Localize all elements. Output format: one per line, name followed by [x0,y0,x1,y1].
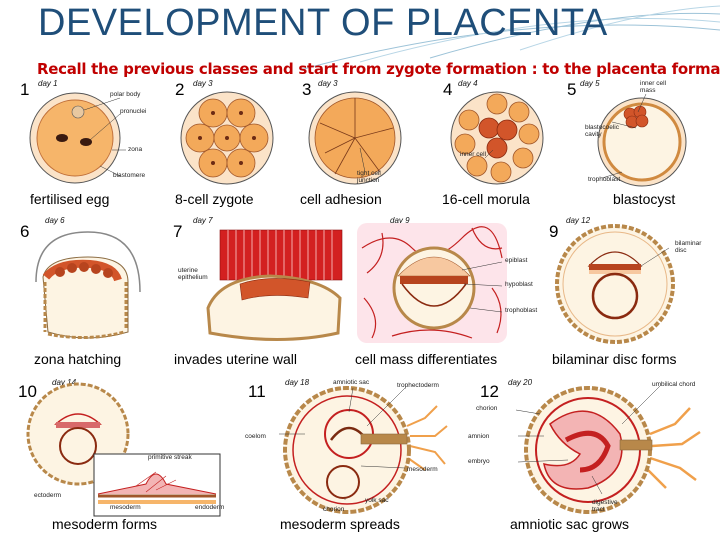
bilaminar-disc-figure [555,224,675,344]
label-chorion: chorion [323,506,345,513]
label-umbilical-chord: umbilical chord [652,381,696,388]
stage-caption: amniotic sac grows [510,516,630,532]
stage-day: day 5 [580,79,600,88]
stage-number: 10 [18,382,37,401]
stage-day: day 3 [318,79,338,88]
stage-number: 7 [173,222,183,241]
mesoderm-forms-figure [26,382,221,517]
stage-day: day 3 [193,79,213,88]
label-zona: zona [128,146,143,153]
blastocyst-figure [597,93,687,187]
stage-number: 6 [20,222,30,241]
label-hypoblast: hypoblast [505,281,533,288]
stage-caption: bilaminar disc forms [552,351,677,367]
stage-caption: mesoderm forms [52,516,158,532]
label-blastomere: blastomere [113,172,146,179]
stage-caption: 16-cell morula [442,191,530,207]
stage-number: 3 [302,80,312,99]
differentiation-figure [357,223,507,343]
stage-day: day 18 [285,378,310,387]
stage-day: day 9 [390,216,410,225]
label-primitive-streak: primitive streak [148,454,192,461]
label-trophoblast: trophoblast [505,307,538,314]
stage-number: 4 [443,80,453,99]
stage-caption: zona hatching [34,351,122,367]
cell-adhesion-figure [308,91,402,185]
stage-day: day 20 [508,378,533,387]
stage-number: 9 [549,222,559,241]
stage-caption: blastocyst [613,191,676,207]
label-ectoderm: ectoderm [34,492,62,499]
stage-day: day 6 [45,216,65,225]
label-epiblast: epiblast [505,257,528,264]
label-mesoderm: mesoderm [110,504,141,511]
label-yolk-sac: yolk sac [365,497,389,504]
label-chorion: chorion [476,405,498,412]
label-tight-junction: tight cell junction [357,170,381,184]
stage-number: 11 [248,382,266,401]
stage-caption: invades uterine wall [174,351,297,367]
stage-day: day 12 [566,216,591,225]
stage-caption: mesoderm spreads [280,516,400,532]
stage-caption: cell mass differentiates [355,351,498,367]
slide-title: DEVELOPMENT OF PLACENTA [38,2,608,44]
label-inner-cell: inner cell [460,151,487,158]
label-blastocoelic-cavity: blastocoelic cavity [585,124,619,138]
label-trophoblast: trophoblast [588,176,621,183]
stage-day: day 14 [52,378,77,387]
decorative-swoosh [299,5,720,71]
label-mesoderm: mesoderm [407,466,438,473]
stage-day: day 7 [193,216,213,225]
stage-day: day 4 [458,79,478,88]
amniotic-sac-figure [515,385,701,514]
morula-figure [450,91,544,185]
label-amnion: amnion [468,433,490,440]
label-uterine-epithelium: uterine epithelium [178,267,208,281]
stage-number: 12 [480,382,499,401]
mesoderm-spreads-figure [279,386,448,514]
label-embryo: embryo [468,458,490,465]
stage-number: 5 [567,80,577,99]
stage-caption: fertilised egg [30,191,110,207]
stage-caption: cell adhesion [300,191,382,207]
stage-number: 1 [20,80,30,99]
label-endoderm: endoderm [195,504,225,511]
stage-caption: 8-cell zygote [175,191,254,207]
label-inner-cell-mass: inner cell mass [640,80,667,94]
label-amniotic-sac: amniotic sac [333,379,370,386]
zona-hatching-figure [35,231,141,340]
uterine-invasion-figure [206,229,343,341]
label-trophectoderm: trophectoderm [397,382,439,389]
label-bilaminar-disc: bilaminar disc [675,240,702,254]
label-digestive-tract: digestive tract [592,499,618,513]
slide-subtitle: Recall the previous classes and start fr… [37,60,720,78]
label-coelom: coelom [245,433,266,440]
eight-cell-figure [180,91,274,185]
fertilised-egg-figure [29,92,126,184]
label-polar-body: polar body [110,91,141,98]
stage-number: 2 [175,80,185,99]
label-pronuclei: pronuclei [120,108,147,115]
stage-day: day 1 [38,79,58,88]
